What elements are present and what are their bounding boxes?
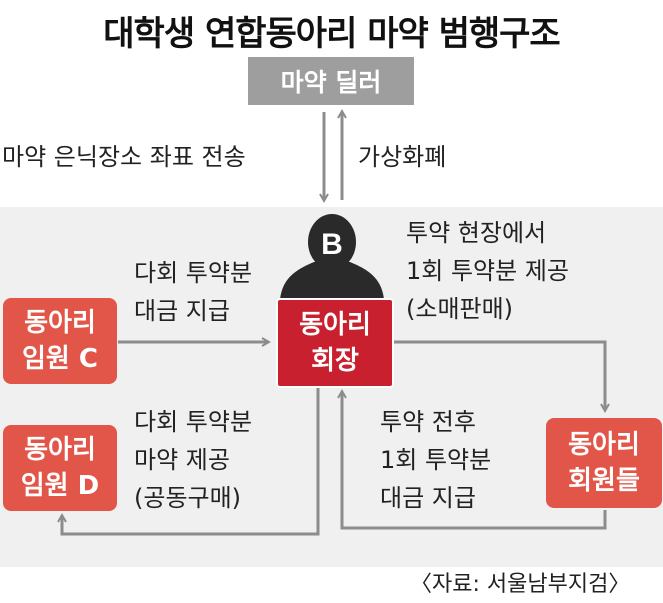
president-badge: B: [321, 228, 343, 261]
edge-label-members-to-president: 투약 전후 1회 투약분 대금 지급: [380, 403, 491, 517]
edge-label-mp-line3: 대금 지급: [380, 484, 476, 512]
source-credit: 〈자료: 서울남부지검〉: [410, 572, 631, 597]
members-line2: 회원들: [568, 466, 640, 496]
president-line2: 회장: [311, 346, 359, 376]
edge-label-mp-line1: 투약 전후: [380, 408, 476, 436]
edge-label-president-to-members: 투약 현장에서 1회 투약분 제공 (소매판매): [406, 214, 569, 328]
officer-c-line1: 동아리: [24, 308, 96, 338]
dealer-label: 마약 딜러: [280, 68, 382, 97]
edge-label-to-dealer: 가상화폐: [358, 143, 447, 171]
arrow-president-to-d: [62, 386, 320, 536]
officer-d-line2: 임원 D: [20, 471, 100, 501]
edge-label-pm-line3: (소매판매): [406, 295, 514, 323]
officer-d-box: 동아리 임원 D: [3, 425, 117, 511]
edge-label-pd-line1: 다회 투약분: [134, 408, 253, 436]
edge-label-from-dealer: 마약 은닉장소 좌표 전송: [2, 143, 246, 171]
person-silhouette-icon: B: [280, 214, 384, 300]
officer-c-line2: 임원 C: [22, 344, 98, 374]
edge-label-pm-line1: 투약 현장에서: [406, 219, 547, 247]
edge-label-c-line2: 대금 지급: [134, 297, 230, 325]
officer-d-line1: 동아리: [24, 435, 96, 465]
members-line1: 동아리: [568, 430, 640, 460]
arrow-members-to-president: [342, 392, 607, 530]
edge-label-c-to-president: 다회 투약분 대금 지급: [134, 254, 252, 330]
arrow-president-to-members: [392, 340, 605, 410]
edge-label-mp-line2: 1회 투약분: [380, 446, 492, 474]
edge-label-pd-line3: (공동구매): [134, 484, 242, 512]
edge-label-c-line1: 다회 투약분: [134, 259, 253, 287]
members-box: 동아리 회원들: [546, 418, 662, 508]
edge-label-pd-line2: 마약 제공: [134, 446, 230, 474]
officer-c-box: 동아리 임원 C: [3, 298, 117, 384]
edge-label-president-to-d: 다회 투약분 마약 제공 (공동구매): [134, 403, 252, 517]
edge-label-pm-line2: 1회 투약분 제공: [406, 257, 570, 285]
dealer-box: 마약 딜러: [248, 57, 414, 105]
president-box: 동아리 회장: [276, 298, 394, 388]
diagram-title: 대학생 연합동아리 마약 범행구조: [103, 14, 560, 54]
president-line1: 동아리: [299, 310, 371, 340]
